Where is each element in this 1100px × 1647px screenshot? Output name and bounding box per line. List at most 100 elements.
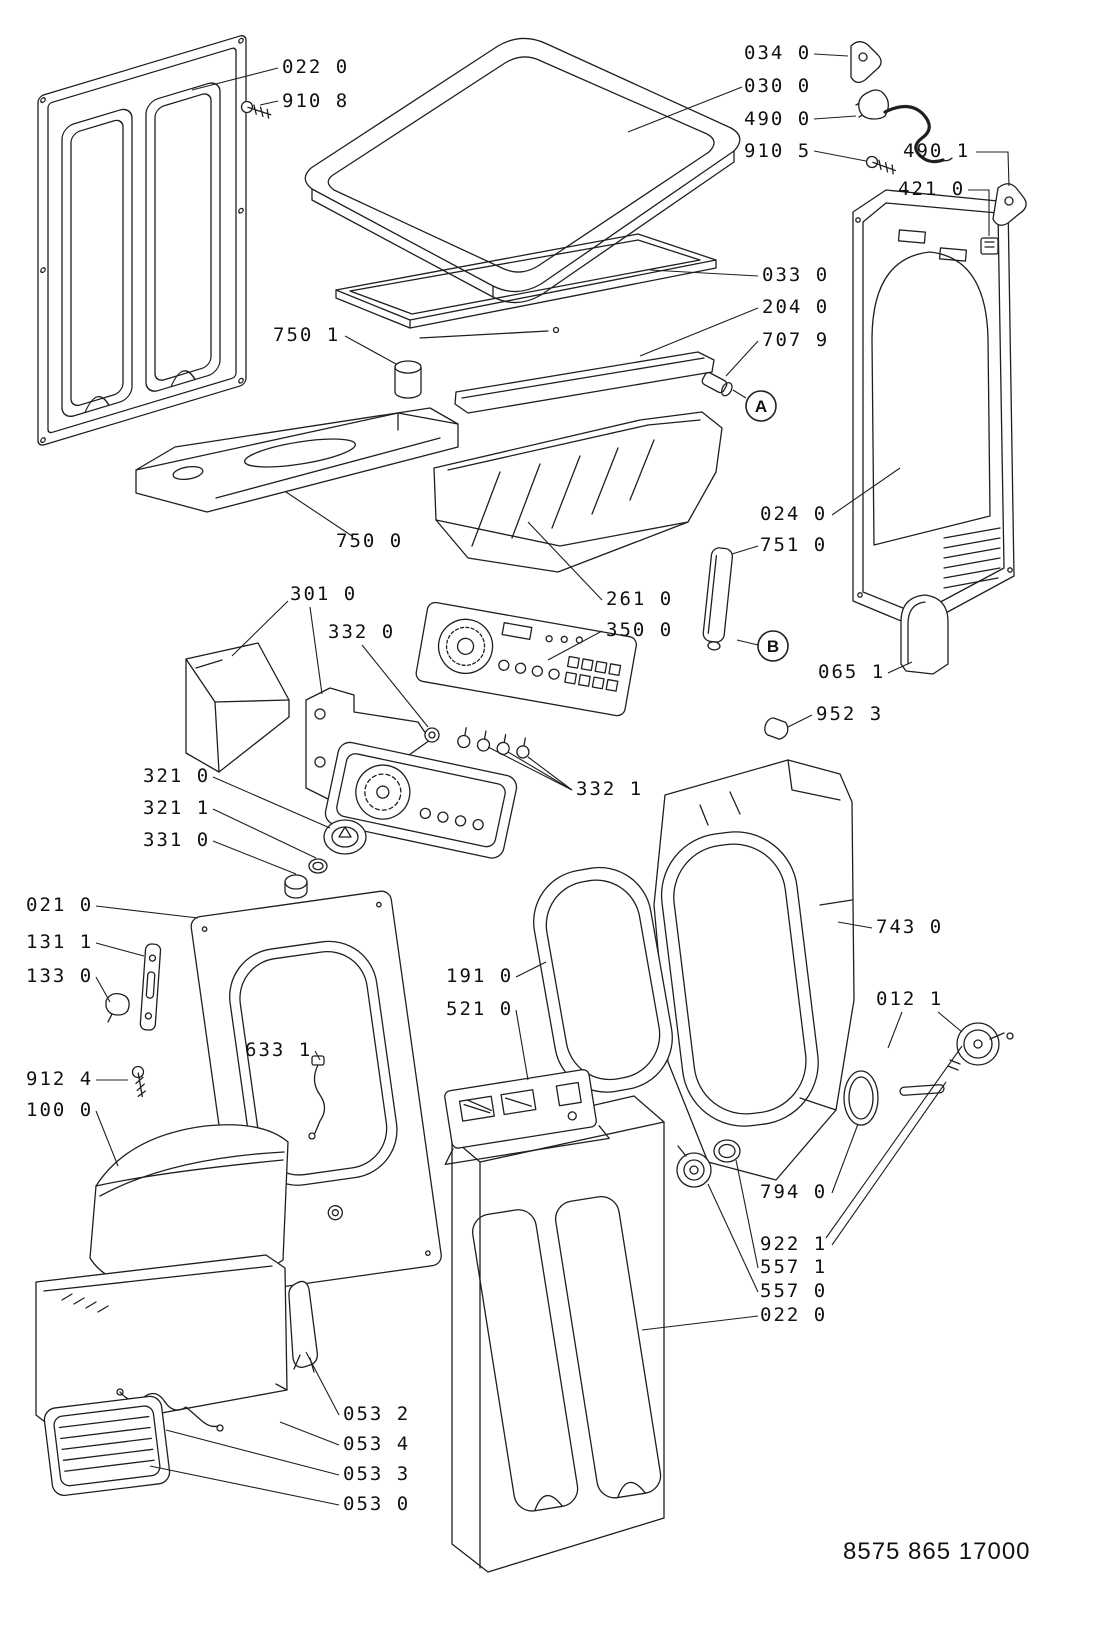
leader-line — [813, 150, 867, 162]
leader-line — [231, 600, 289, 657]
leader-line — [314, 1050, 321, 1061]
side-bracket-drawing — [288, 1280, 318, 1373]
part-label-053-0: 053 0 — [343, 1493, 411, 1515]
leader-line — [95, 976, 111, 1003]
button-row-drawing — [457, 727, 530, 759]
part-label-261-0: 261 0 — [606, 588, 674, 610]
clip-drawing — [105, 993, 130, 1023]
leader-line — [305, 1351, 340, 1416]
leader-line — [547, 630, 603, 661]
power-cord-drawing — [855, 89, 953, 164]
duct-strip-drawing — [702, 547, 734, 651]
control-board-drawing — [415, 601, 637, 717]
rear-duct-drawing — [653, 759, 855, 1181]
part-label-100-0: 100 0 — [26, 1099, 94, 1121]
leader-lines-layer: AB — [95, 53, 1010, 1506]
leader-line — [259, 100, 279, 106]
back-panel-drawing — [37, 35, 247, 446]
knob-parts-drawing — [284, 819, 367, 899]
leader-line — [732, 389, 747, 399]
leader-line — [361, 644, 429, 728]
part-label-633-1: 633 1 — [245, 1039, 313, 1061]
top-bracket-drawing — [850, 41, 882, 84]
arched-plate-drawing — [900, 594, 949, 675]
part-label-707-9: 707 9 — [762, 329, 830, 351]
part-label-750-1: 750 1 — [273, 324, 341, 346]
part-label-321-1: 321 1 — [143, 797, 211, 819]
side-panel-drawing — [852, 189, 1015, 629]
part-label-021-0: 021 0 — [26, 894, 94, 916]
leader-line — [165, 1429, 340, 1476]
part-label-033-0: 033 0 — [762, 264, 830, 286]
part-label-910-8: 910 8 — [282, 90, 350, 112]
part-label-521-0: 521 0 — [446, 998, 514, 1020]
part-label-065-1: 065 1 — [818, 661, 886, 683]
leader-line — [887, 1011, 903, 1049]
leader-line — [212, 808, 317, 859]
part-label-053-4: 053 4 — [343, 1433, 411, 1455]
view-marker-circle — [745, 390, 777, 422]
leader-line — [813, 115, 857, 120]
screw-icon — [240, 100, 272, 119]
leader-line — [95, 1110, 119, 1167]
door-parts-drawing — [843, 1022, 1014, 1126]
part-label-922-1: 922 1 — [760, 1233, 828, 1255]
screw-icon — [865, 155, 897, 175]
part-label-751-0: 751 0 — [760, 534, 828, 556]
part-label-332-0: 332 0 — [328, 621, 396, 643]
part-label-750-0: 750 0 — [336, 530, 404, 552]
leader-line — [787, 714, 813, 728]
top-lid-drawing — [304, 37, 741, 304]
part-label-332-1: 332 1 — [576, 778, 644, 800]
leader-line — [649, 269, 759, 277]
view-marker-B: B — [757, 630, 789, 662]
part-label-743-0: 743 0 — [876, 916, 944, 938]
part-label-910-5: 910 5 — [744, 140, 812, 162]
front-door-panel-drawing — [451, 1095, 665, 1573]
view-marker-letter: A — [755, 397, 767, 416]
leader-line — [976, 151, 1010, 187]
leader-line — [95, 905, 199, 919]
part-label-204-0: 204 0 — [762, 296, 830, 318]
leader-line — [707, 1183, 759, 1293]
roller-wheel-drawing — [676, 1139, 741, 1188]
view-marker-circle — [757, 630, 789, 662]
leader-line — [831, 467, 901, 516]
leader-line — [641, 1315, 759, 1331]
hinge-strip-drawing — [139, 943, 162, 1031]
leader-line — [825, 1045, 963, 1239]
console-rear-box-drawing — [135, 360, 459, 513]
part-label-022-0: 022 0 — [760, 1304, 828, 1326]
part-label-034-0: 034 0 — [744, 42, 812, 64]
part-label-191-0: 191 0 — [446, 965, 514, 987]
leader-line — [95, 942, 145, 957]
part-label-301-0: 301 0 — [290, 583, 358, 605]
leader-line — [968, 189, 990, 236]
leader-line — [507, 751, 573, 791]
seal-frame-drawing — [335, 233, 717, 339]
leader-line — [725, 340, 759, 377]
leader-line — [309, 606, 323, 695]
leader-line — [212, 840, 297, 875]
leader-line — [191, 67, 279, 91]
part-label-022-0: 022 0 — [282, 56, 350, 78]
leader-line — [735, 1159, 759, 1269]
part-label-331-0: 331 0 — [143, 829, 211, 851]
view-marker-A: A — [745, 390, 777, 422]
air-duct-drawing — [433, 411, 723, 573]
part-label-557-1: 557 1 — [760, 1256, 828, 1278]
leader-line — [515, 1009, 529, 1081]
console-fascia-drawing — [324, 741, 518, 859]
door-gasket-drawing — [533, 866, 673, 1093]
drawing-number: 8575 865 17000 — [843, 1538, 1031, 1565]
leader-line — [887, 661, 913, 674]
part-label-133-0: 133 0 — [26, 965, 94, 987]
leader-line — [285, 491, 353, 537]
part-label-131-1: 131 1 — [26, 931, 94, 953]
leader-line — [837, 921, 873, 929]
leader-line — [937, 1011, 963, 1033]
part-label-952-3: 952 3 — [816, 703, 884, 725]
leader-line — [813, 53, 849, 57]
part-label-012-1: 012 1 — [876, 988, 944, 1010]
